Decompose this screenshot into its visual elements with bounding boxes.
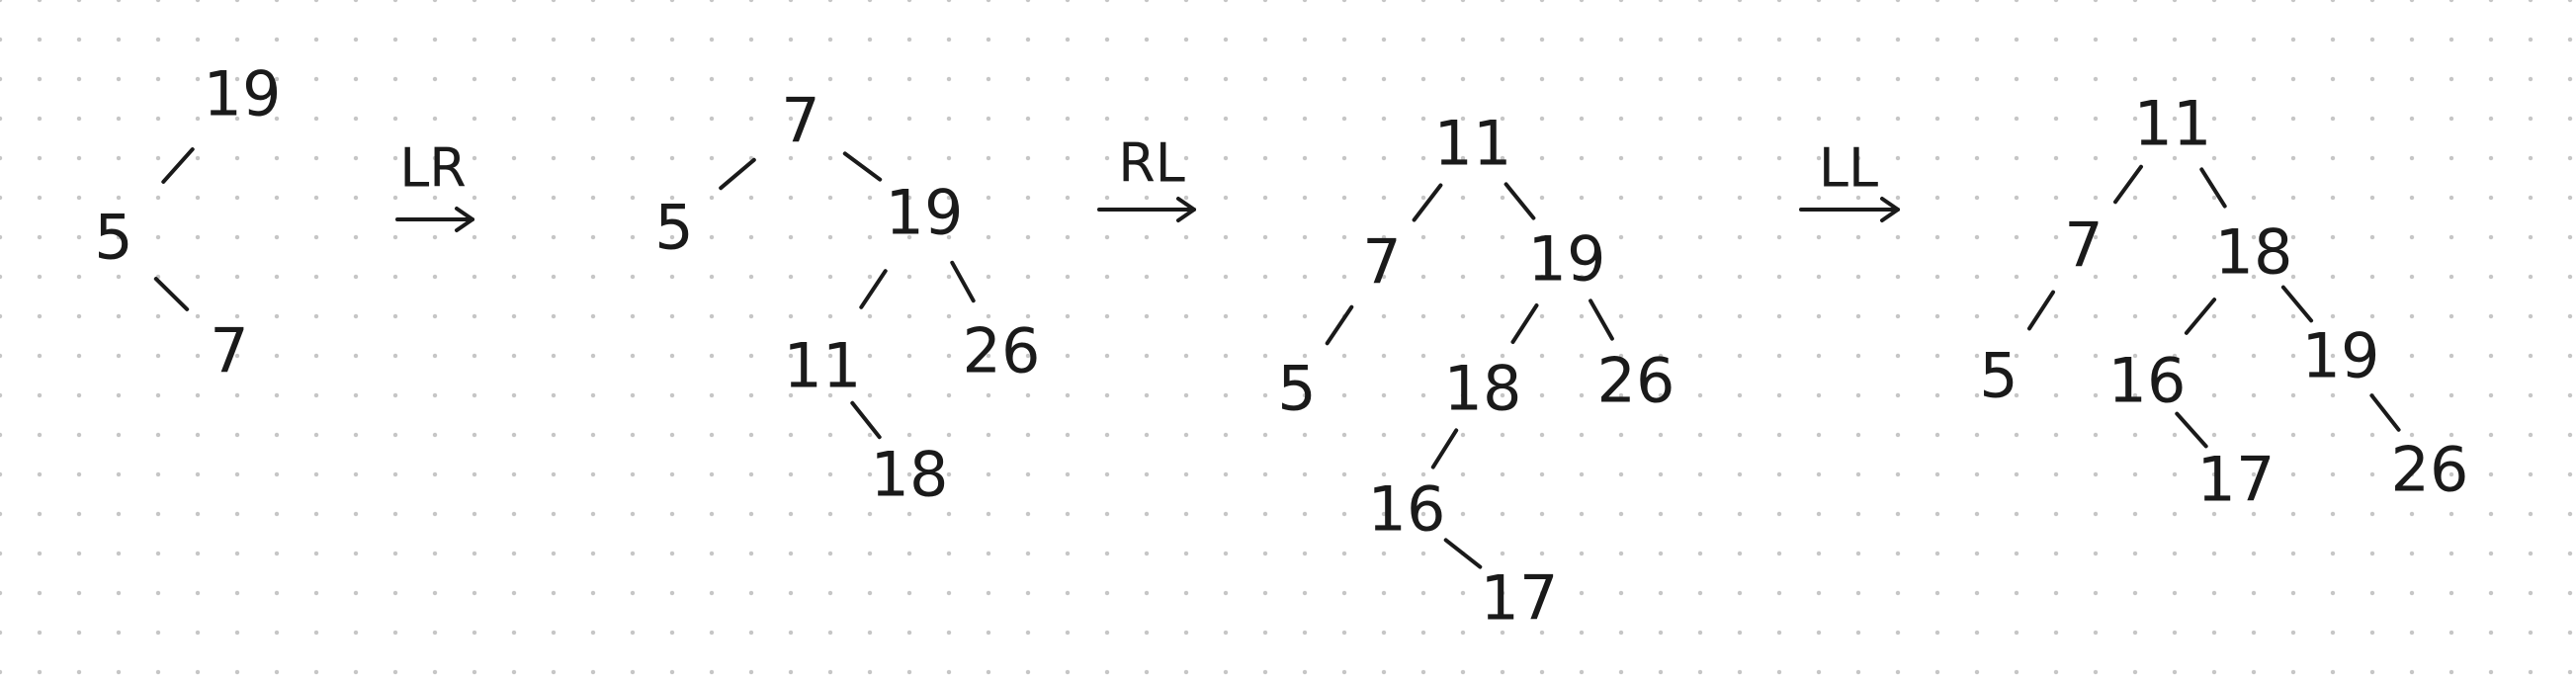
tree-4-node-16: 16 [2108,345,2187,417]
tree-3-node-7: 7 [1362,226,1401,298]
tree-4-edge-7 [2369,393,2401,432]
tree-3-node-17: 17 [1481,562,1559,635]
tree-2-node-5: 5 [654,192,693,264]
arrow-head-icon [1880,197,1900,222]
tree-3-node-19: 19 [1528,223,1606,296]
tree-3-node-11: 11 [1434,108,1512,180]
tree-3: 11 7 19 5 18 26 16 17 [1277,108,1674,635]
tree-4-edge-4 [2184,298,2217,335]
tree-4-node-7: 7 [2064,210,2103,282]
tree-1-edge-1 [161,147,195,184]
tree-1-edge-2 [153,277,190,311]
tree-4: 11 7 18 5 16 19 17 26 [1979,88,2468,516]
tree-2-edge-3 [859,269,888,309]
tree-2-node-19: 19 [886,177,964,249]
tree-3-edge-1 [1412,183,1443,222]
tree-4-node-18: 18 [2215,216,2293,289]
tree-1-node-5: 5 [94,202,132,274]
tree-2-node-7: 7 [781,85,819,157]
tree-4-node-17: 17 [2197,444,2275,516]
rotation-arrow-ll: LL [1799,137,1900,222]
tree-3-node-26: 26 [1597,345,1675,417]
tree-3-node-5: 5 [1277,353,1316,425]
tree-4-edge-3 [2027,290,2055,331]
tree-2-node-11: 11 [784,330,862,402]
tree-2-edge-5 [850,400,882,440]
tree-3-edge-3 [1325,304,1354,346]
tree-2-edge-1 [719,157,756,191]
rotation-label-lr: LR [399,137,467,200]
tree-4-node-5: 5 [1979,340,2018,412]
arrow-head-icon [1176,197,1196,222]
tree-2-edge-4 [950,260,976,303]
tree-3-node-18: 18 [1444,353,1522,425]
tree-2-node-18: 18 [871,439,949,511]
tree-3-edge-6 [1430,428,1459,469]
tree-2-node-26: 26 [963,315,1041,387]
tree-3-edge-5 [1589,298,1614,341]
rotation-arrow-lr: LR [395,137,474,232]
rotation-arrow-rl: RL [1097,132,1196,222]
tree-4-edge-2 [2199,167,2227,209]
tree-1-node-7: 7 [210,315,248,387]
arrow-head-icon [455,207,474,232]
tree-4-edge-1 [2113,164,2143,205]
tree-4-node-11: 11 [2134,88,2212,160]
rotation-label-rl: RL [1118,132,1185,195]
tree-3-node-16: 16 [1368,473,1446,546]
tree-1-node-19: 19 [204,58,282,130]
tree-3-edge-4 [1510,303,1539,344]
tree-3-edge-7 [1443,538,1483,569]
tree-4-edge-5 [2280,285,2314,323]
tree-4-node-19: 19 [2302,320,2380,392]
rotation-label-ll: LL [1819,137,1878,200]
tree-3-edge-2 [1503,182,1536,220]
tree-4-edge-6 [2175,411,2208,449]
tree-4-node-26: 26 [2391,434,2469,506]
tree-2-edge-2 [842,151,883,182]
